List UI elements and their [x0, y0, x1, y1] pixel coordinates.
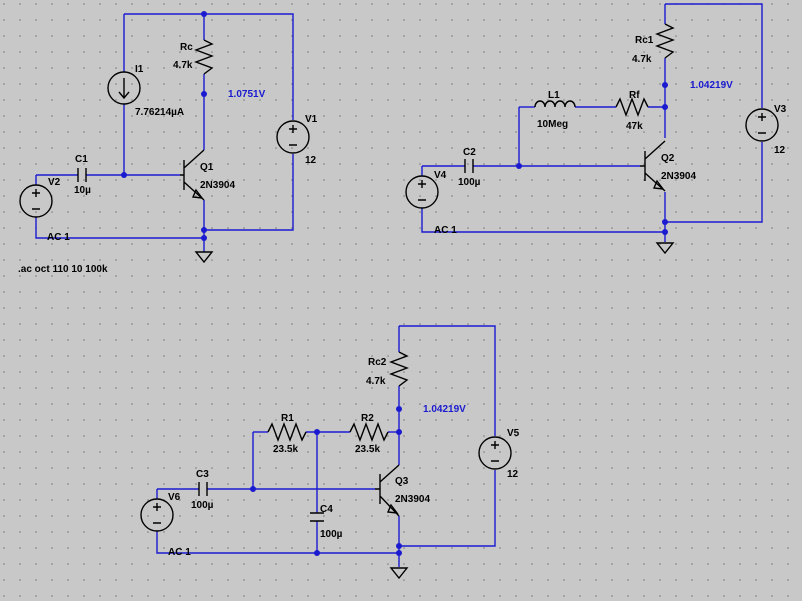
- c4-value: 100µ: [320, 529, 343, 540]
- v5-value: 12: [507, 469, 519, 480]
- spice-directive[interactable]: .ac oct 110 10 100k: [18, 264, 108, 275]
- v6-name: V6: [168, 492, 181, 503]
- r2-name: R2: [361, 413, 374, 424]
- c4-name: C4: [320, 504, 333, 515]
- rc-value: 4.7k: [173, 60, 193, 71]
- circuit-q1: Rc 4.7k I1 7.76214µA V1 12 C1 10µ V2 AC …: [19, 11, 318, 264]
- rc-name: Rc: [180, 42, 193, 53]
- i1-value: 7.76214µA: [135, 107, 184, 118]
- capacitor-c2[interactable]: [464, 159, 474, 173]
- r1-value: 23.5k: [273, 444, 298, 455]
- voltage-source-v2[interactable]: [19, 184, 53, 218]
- capacitor-c3[interactable]: [198, 482, 208, 496]
- rf-name: Rf: [629, 90, 640, 101]
- resistor-rc[interactable]: [194, 39, 214, 75]
- transistor-q3[interactable]: [375, 464, 400, 517]
- circuit-q3: Rc2 4.7k R1 23.5k R2 23.5k C4 100µ V5 12…: [140, 325, 520, 580]
- voltage-source-v4[interactable]: [405, 175, 439, 209]
- capacitor-c4[interactable]: [310, 512, 324, 522]
- ground-symbol-2: [655, 242, 675, 255]
- node-voltage-q3: 1.04219V: [423, 404, 466, 415]
- q2-name: Q2: [661, 153, 675, 164]
- resistor-rc1[interactable]: [655, 23, 675, 59]
- v5-name: V5: [507, 428, 520, 439]
- c3-name: C3: [196, 469, 209, 480]
- v1-value: 12: [305, 155, 317, 166]
- v1-name: V1: [305, 114, 318, 125]
- q2-model: 2N3904: [661, 171, 696, 182]
- transistor-q1[interactable]: [180, 149, 205, 201]
- v2-name: V2: [48, 177, 61, 188]
- resistor-rf[interactable]: [615, 97, 649, 117]
- v6-value: AC 1: [168, 547, 191, 558]
- resistor-r2[interactable]: [349, 422, 389, 442]
- i1-name: I1: [135, 64, 144, 75]
- v3-value: 12: [774, 145, 786, 156]
- voltage-source-v5[interactable]: [478, 436, 512, 470]
- rc2-name: Rc2: [368, 357, 387, 368]
- inductor-l1[interactable]: [534, 100, 576, 108]
- l1-value: 10Meg: [537, 119, 568, 130]
- capacitor-c1[interactable]: [77, 168, 87, 182]
- v3-name: V3: [774, 104, 787, 115]
- resistor-r1[interactable]: [267, 422, 307, 442]
- v4-value: AC 1: [434, 225, 457, 236]
- node-voltage-q2: 1.04219V: [690, 80, 733, 91]
- rc2-value: 4.7k: [366, 376, 386, 387]
- q1-name: Q1: [200, 162, 214, 173]
- ground-symbol-1: [194, 251, 214, 264]
- voltage-source-v6[interactable]: [140, 498, 174, 532]
- r2-value: 23.5k: [355, 444, 380, 455]
- current-source-i1[interactable]: [107, 71, 141, 105]
- node-voltage-q1: 1.0751V: [228, 89, 266, 100]
- c1-value: 10µ: [74, 185, 91, 196]
- v2-value: AC 1: [47, 232, 70, 243]
- c2-value: 100µ: [458, 177, 481, 188]
- ground-symbol-3: [389, 567, 409, 580]
- resistor-rc2[interactable]: [389, 351, 409, 387]
- voltage-source-v3[interactable]: [745, 108, 779, 142]
- voltage-source-v1[interactable]: [276, 120, 310, 154]
- rf-value: 47k: [626, 121, 643, 132]
- circuit-q2: Rc1 4.7k L1 10Meg Rf 47k V3 12 C2 100µ V…: [405, 3, 787, 255]
- q1-model: 2N3904: [200, 180, 235, 191]
- rc1-name: Rc1: [635, 35, 654, 46]
- transistor-q2[interactable]: [640, 140, 666, 192]
- q3-model: 2N3904: [395, 494, 430, 505]
- r1-name: R1: [281, 413, 294, 424]
- rc1-value: 4.7k: [632, 54, 652, 65]
- c1-name: C1: [75, 154, 88, 165]
- v4-name: V4: [434, 170, 447, 181]
- c2-name: C2: [463, 147, 476, 158]
- l1-name: L1: [548, 90, 560, 101]
- c3-value: 100µ: [191, 500, 214, 511]
- q3-name: Q3: [395, 476, 409, 487]
